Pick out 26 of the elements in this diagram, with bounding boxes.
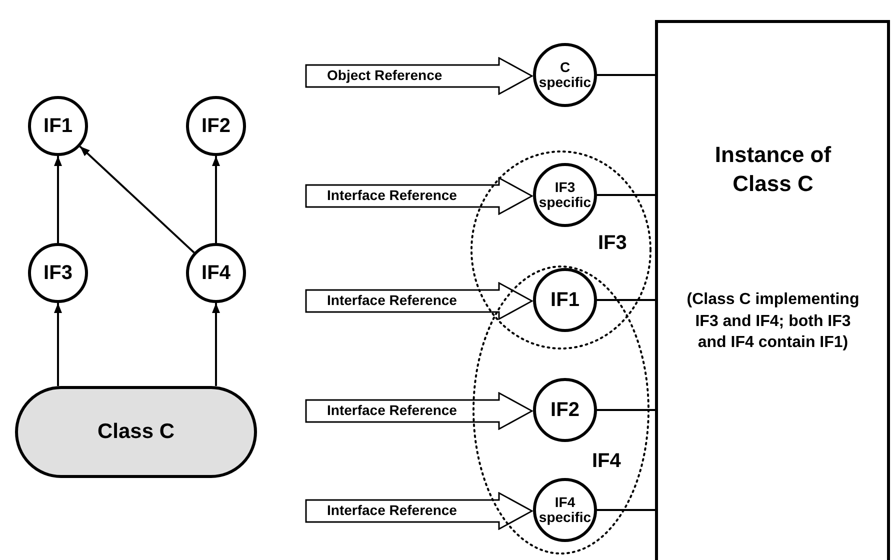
reference-block-arrow: Object Reference — [305, 57, 533, 95]
reference-block-arrow: Interface Reference — [305, 282, 533, 320]
interface-circle: IF4 specific — [533, 478, 597, 542]
connector-line — [597, 509, 655, 511]
connector-line — [597, 299, 655, 301]
interface-circle: IF3 specific — [533, 163, 597, 227]
arrow — [79, 146, 195, 254]
arrow — [54, 303, 62, 386]
connector-line — [597, 194, 655, 196]
reference-block-arrow: Interface Reference — [305, 177, 533, 215]
interface-circle: IF1 — [533, 268, 597, 332]
interface-circle: IF3 — [28, 243, 88, 303]
instance-box: Instance of Class C (Class C implementing IF3 and IF4; both IF3 and IF4 contain IF1) — [655, 20, 890, 560]
connector-line — [597, 74, 655, 76]
interface-circle: IF2 — [186, 96, 246, 156]
interface-circle: C specific — [533, 43, 597, 107]
reference-block-arrow: Interface Reference — [305, 492, 533, 530]
class-box: Class C — [15, 386, 257, 478]
interface-circle: IF4 — [186, 243, 246, 303]
reference-block-arrow: Interface Reference — [305, 392, 533, 430]
interface-circle: IF2 — [533, 378, 597, 442]
arrow — [54, 156, 62, 243]
connector-line — [597, 409, 655, 411]
interface-circle: IF1 — [28, 96, 88, 156]
arrow — [212, 303, 220, 386]
arrow — [212, 156, 220, 243]
